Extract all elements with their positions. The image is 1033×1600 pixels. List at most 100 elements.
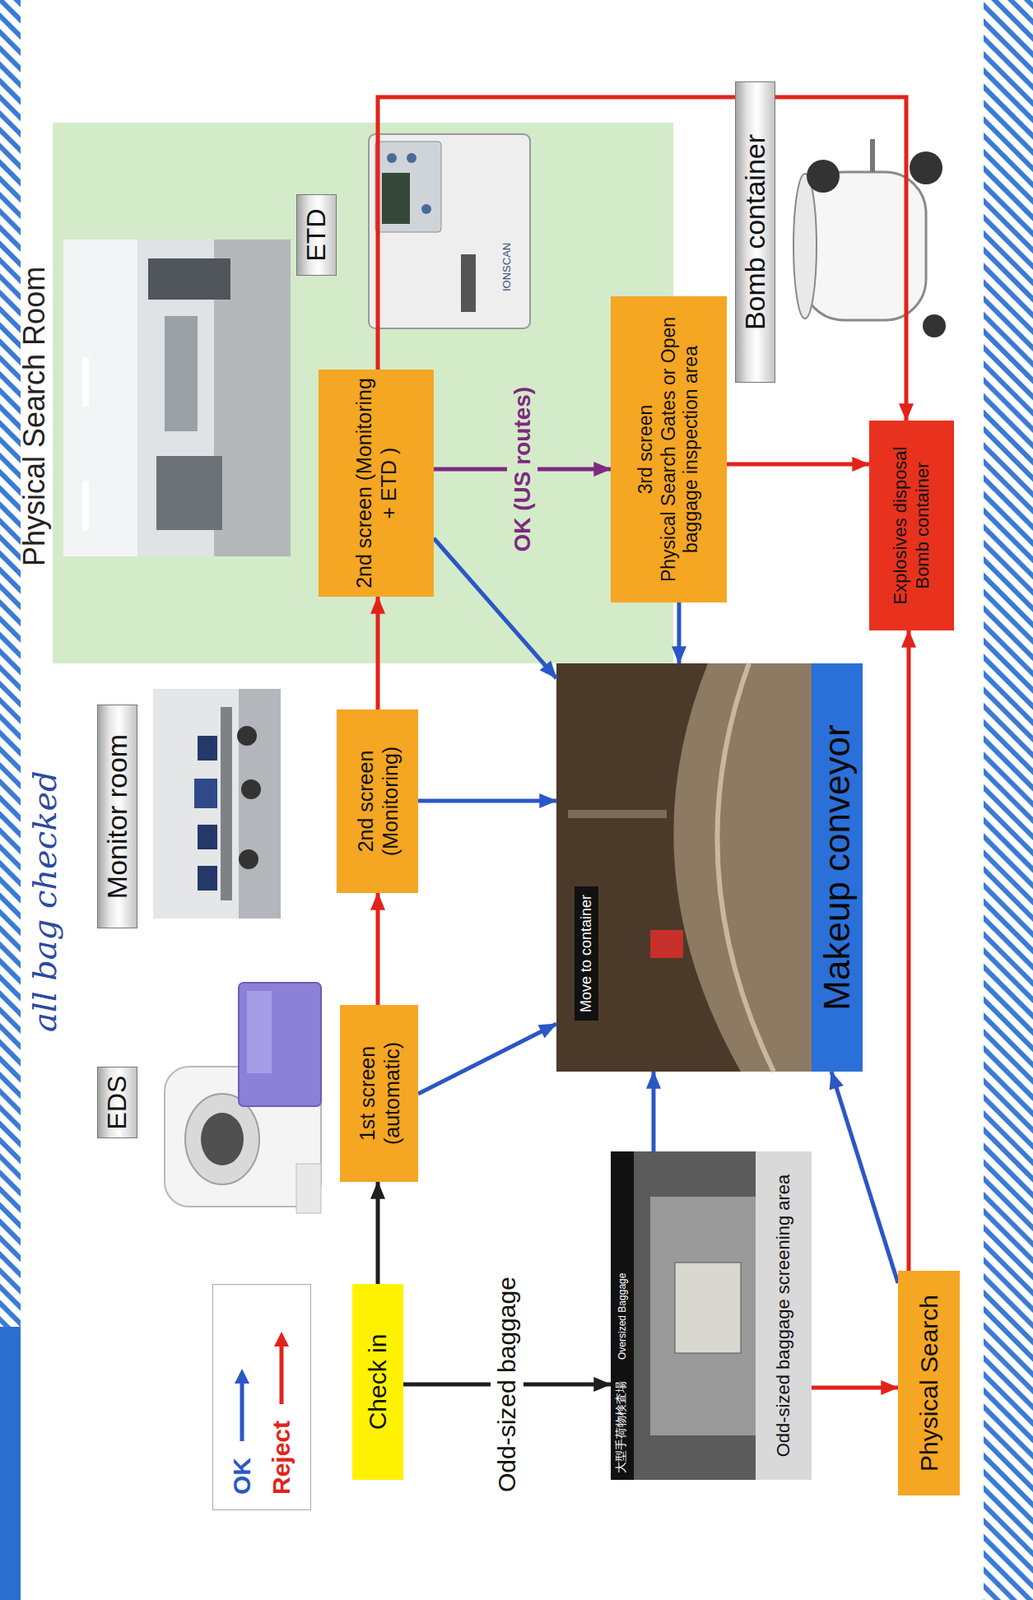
legend-arrow-line xyxy=(240,1380,245,1442)
screening-area: Odd-sized baggage screening area xyxy=(610,1151,812,1480)
flow-arrow xyxy=(418,799,557,804)
flow-arrow xyxy=(677,602,682,664)
monitor-room-photo xyxy=(197,865,218,891)
sign-text: Oversized Baggage xyxy=(616,1273,629,1360)
process-box: 2nd screen (Monitoring + ETD ) xyxy=(318,369,434,597)
box-label: 1st screen (automatic) xyxy=(354,1013,405,1174)
search-room-photo xyxy=(156,456,223,531)
room-region: Physical Search Room ETD 2nd screen (Monit… xyxy=(18,122,674,664)
bomb-container-illustration xyxy=(922,314,946,338)
edge-label: OK (US routes) xyxy=(507,380,539,559)
eds-machine-illustration xyxy=(200,1112,244,1166)
box-label: Physical Search Gates or Open baggage in… xyxy=(657,304,703,595)
monitor-room-photo xyxy=(197,735,218,761)
plate-label: Monitor room xyxy=(101,711,134,922)
box-label: 2nd screen (Monitoring) xyxy=(353,717,403,885)
connector-group xyxy=(377,97,909,1388)
search-room-photo xyxy=(63,239,291,557)
process-box: 3rd screenPhysical Search Gates or Open … xyxy=(610,296,727,603)
conveyor-photo xyxy=(650,930,684,959)
etd-device-illustration xyxy=(406,153,417,163)
eds-machine-illustration xyxy=(246,991,272,1074)
flow-arrow xyxy=(651,1071,657,1152)
legend-text: Reject xyxy=(267,1420,296,1495)
search-room-photo xyxy=(82,480,89,531)
box-label: Explosives disposal Bomb container xyxy=(889,428,934,623)
flow-arrow xyxy=(418,1023,557,1094)
legend-arrow-head xyxy=(274,1331,289,1347)
sign-text: 大型手荷物検査場 xyxy=(614,1381,629,1474)
etd-device-illustration xyxy=(368,134,531,329)
flow-arrow xyxy=(811,1386,899,1391)
legend-text: OK xyxy=(228,1457,256,1495)
makeup-conveyor: Move to containerMakeup conveyor xyxy=(556,663,863,1072)
conveyor-photo xyxy=(567,809,667,819)
region-heading: Physical Search Room xyxy=(18,122,52,567)
box-label: 3rd screen xyxy=(634,304,658,595)
flow-arrow xyxy=(433,538,557,679)
odd-size-area-photo xyxy=(674,1262,741,1354)
flow-arrow xyxy=(376,893,381,1006)
legend-box: OK Reject xyxy=(212,1284,312,1511)
monitor-room-photo xyxy=(220,707,233,901)
border-band xyxy=(0,0,21,1327)
odd-size-area-photo xyxy=(650,1196,756,1436)
monitor-room-photo xyxy=(238,849,259,870)
border-band xyxy=(0,1326,21,1600)
box-label: Check in xyxy=(362,1292,393,1472)
plate-label: ETD xyxy=(301,201,332,269)
conveyor-photo xyxy=(673,663,812,1072)
legend-arrow-line xyxy=(279,1343,284,1405)
odd-size-area-photo xyxy=(610,1151,756,1480)
conveyor-photo xyxy=(556,663,812,1072)
search-room-photo xyxy=(63,239,138,557)
conveyor-photo xyxy=(556,663,812,1072)
legend-row: Reject xyxy=(261,1299,302,1495)
area-caption: Odd-sized baggage screening area xyxy=(755,1151,812,1480)
search-room-photo xyxy=(148,258,231,300)
eds-machine-illustration xyxy=(185,1093,260,1185)
box-label: Physical Search xyxy=(914,1279,945,1488)
conveyor-photo xyxy=(716,663,774,1072)
etd-device-illustration xyxy=(460,254,476,312)
check-in-box: Check in xyxy=(352,1284,404,1480)
eds-machine-illustration xyxy=(238,982,322,1107)
etd-device-illustration xyxy=(368,134,531,329)
monitor-room-photo xyxy=(241,779,261,800)
process-box: Physical Search xyxy=(898,1270,960,1496)
bomb-container-illustration xyxy=(870,139,875,173)
equipment-plate: EDS xyxy=(97,1066,138,1139)
room-region-fill xyxy=(52,122,674,664)
conveyor-title: Makeup conveyor xyxy=(811,663,863,1072)
etd-device-illustration xyxy=(381,172,410,224)
legend-arrow xyxy=(232,1367,252,1443)
legend-arrow-head xyxy=(234,1368,250,1384)
device-brand: IONSCAN xyxy=(500,242,514,292)
flow-arrow xyxy=(376,1181,381,1285)
flow-arrow xyxy=(907,630,912,1271)
equipment-plate: Bomb container xyxy=(735,81,776,383)
monitor-room-photo xyxy=(153,688,281,919)
monitor-room-photo xyxy=(197,824,218,850)
monitor-room-photo xyxy=(237,725,257,746)
monitor-room-photo xyxy=(238,688,281,919)
plate-label: EDS xyxy=(102,1074,133,1131)
room-region-fill xyxy=(52,122,674,664)
room-plate: Monitor room xyxy=(97,704,138,929)
bomb-container-illustration xyxy=(793,173,817,319)
etd-device-illustration xyxy=(375,141,442,233)
search-room-photo xyxy=(82,357,89,407)
process-box: 2nd screen (Monitoring) xyxy=(336,709,419,894)
search-room-photo xyxy=(164,316,198,432)
eds-machine-illustration xyxy=(164,982,322,1214)
eds-machine-illustration xyxy=(296,1163,322,1214)
edge-label: Odd-sized baggage xyxy=(490,1270,524,1499)
odd-size-area-photo xyxy=(610,1151,634,1480)
flow-arrow xyxy=(726,462,870,467)
monitor-room-photo xyxy=(194,778,218,809)
handwritten-note: all bag checked xyxy=(24,770,65,1033)
